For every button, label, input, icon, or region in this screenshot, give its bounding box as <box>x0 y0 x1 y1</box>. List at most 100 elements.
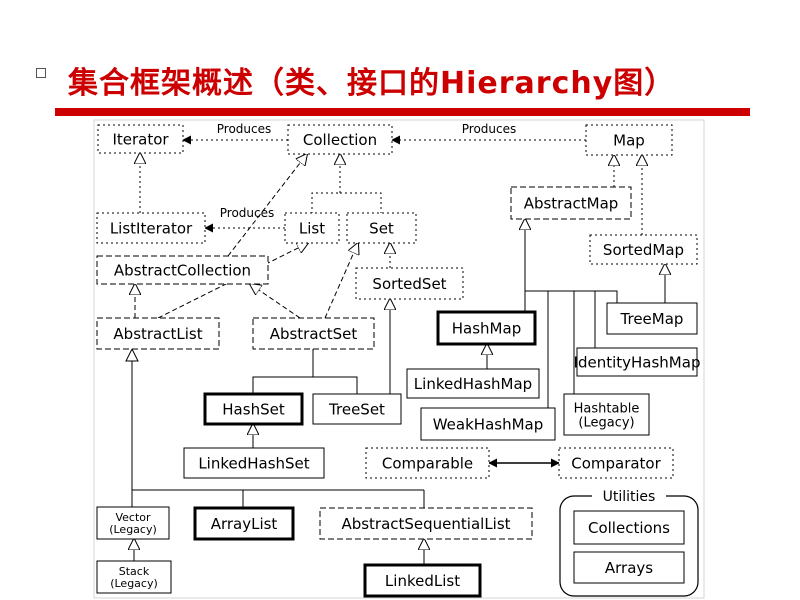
edge-abstractset-set <box>324 243 358 319</box>
node-abstractlist-label: AbstractList <box>113 325 202 343</box>
diagram-edges <box>125 135 665 565</box>
node-arrays-label: Arrays <box>605 559 653 577</box>
node-map-label: Map <box>613 131 645 149</box>
utilities-group-label: Utilities <box>603 489 656 505</box>
node-arrays: Arrays <box>573 551 685 584</box>
node-abstractset-box <box>252 317 375 350</box>
node-abstractsequentiallist: AbstractSequentialList <box>319 507 533 540</box>
node-set: Set <box>346 212 417 244</box>
node-sortedset-label: SortedSet <box>372 275 446 293</box>
node-identityhashmap-box <box>576 347 698 377</box>
node-treeset-box <box>312 393 402 425</box>
node-hashmap-label: HashMap <box>452 319 521 337</box>
node-weakhashmap-box <box>420 407 556 441</box>
node-iterator: Iterator <box>97 124 184 154</box>
node-listiterator-label: ListIterator <box>110 219 193 237</box>
node-hashtable: Hashtable(Legacy) <box>563 393 650 436</box>
node-linkedlist-label: LinkedList <box>385 572 460 590</box>
node-list-label: List <box>299 219 325 237</box>
node-treeset-label: TreeSet <box>328 400 385 418</box>
node-comparator-label: Comparator <box>571 454 661 472</box>
node-vector-sublabel: (Legacy) <box>109 523 157 536</box>
node-collections-label: Collections <box>588 519 670 537</box>
node-linkedhashset-label: LinkedHashSet <box>198 454 309 472</box>
node-collection: Collection <box>287 124 393 155</box>
node-abstractsequentiallist-box <box>319 507 533 540</box>
node-comparable-box <box>365 447 490 479</box>
node-abstractcollection: AbstractCollection <box>96 255 269 285</box>
edge-abstractcollection-collection <box>227 154 307 257</box>
node-comparable-label: Comparable <box>382 454 473 472</box>
node-vector-label: Vector <box>115 511 151 524</box>
node-hashtable-label: Hashtable <box>574 402 640 417</box>
node-abstractmap: AbstractMap <box>510 186 632 220</box>
node-hashset-box <box>203 392 304 426</box>
node-hashtable-box <box>563 393 650 436</box>
node-arraylist-box <box>193 506 295 541</box>
node-arraylist: ArrayList <box>193 506 295 541</box>
node-treemap-label: TreeMap <box>620 310 684 328</box>
node-sortedmap-label: SortedMap <box>603 241 684 259</box>
edge-list-collection <box>311 192 340 214</box>
node-linkedhashmap: LinkedHashMap <box>406 368 540 399</box>
node-abstractsequentiallist-label: AbstractSequentialList <box>341 515 510 533</box>
node-treeset: TreeSet <box>312 393 402 425</box>
edge-set-collection <box>340 192 382 214</box>
node-map-box <box>585 124 673 156</box>
node-stack-box <box>96 560 172 594</box>
node-abstractmap-label: AbstractMap <box>524 194 619 212</box>
edge-abstractlist-arrowhead <box>125 347 139 362</box>
bullet-square-icon <box>36 68 46 78</box>
node-iterator-label: Iterator <box>112 130 169 148</box>
title-rule <box>55 108 750 116</box>
edge-label-collection-iterator: Produces <box>217 122 272 136</box>
node-abstractset-label: AbstractSet <box>270 325 358 343</box>
node-arraylist-label: ArrayList <box>211 515 278 533</box>
node-abstractcollection-label: AbstractCollection <box>114 261 251 279</box>
node-set-label: Set <box>369 219 394 237</box>
node-hashset: HashSet <box>203 392 304 426</box>
node-linkedhashmap-label: LinkedHashMap <box>414 375 532 393</box>
edge-abstractset-abstractcollection <box>250 284 301 319</box>
node-comparator-box <box>558 447 674 479</box>
edge-label-map-collection: Produces <box>462 122 517 136</box>
node-list: List <box>284 212 340 244</box>
node-stack: Stack(Legacy) <box>96 560 172 594</box>
node-sortedmap-box <box>589 234 698 265</box>
node-iterator-box <box>97 124 184 154</box>
edge-label-list-listiterator: Produces <box>220 206 275 220</box>
node-stack-sublabel: (Legacy) <box>110 577 158 590</box>
node-abstractmap-box <box>510 186 632 220</box>
node-hashset-label: HashSet <box>222 400 285 418</box>
page-title: 集合框架概述（类、接口的Hierarchy图） <box>68 66 676 101</box>
node-sortedmap: SortedMap <box>589 234 698 265</box>
node-sortedset-box <box>355 267 464 300</box>
node-listiterator-box <box>96 212 206 244</box>
node-linkedlist: LinkedList <box>363 563 482 598</box>
edge-hashset-abstractset <box>252 376 313 394</box>
node-listiterator: ListIterator <box>96 212 206 244</box>
node-hashmap: HashMap <box>436 310 537 346</box>
node-abstractcollection-box <box>96 255 269 285</box>
node-identityhashmap: IdentityHashMap <box>574 347 700 377</box>
node-treemap: TreeMap <box>606 302 698 335</box>
node-treemap-box <box>606 302 698 335</box>
edge-treemap-abstractmap <box>525 290 618 303</box>
edge-treeset-abstractset <box>313 376 358 394</box>
node-comparable: Comparable <box>365 447 490 479</box>
node-linkedlist-box <box>363 563 482 598</box>
node-abstractlist-box <box>96 317 220 350</box>
node-hashmap-box <box>436 310 537 346</box>
node-sortedset: SortedSet <box>355 267 464 300</box>
node-collections-box <box>573 510 685 545</box>
node-hashtable-sublabel: (Legacy) <box>578 416 634 431</box>
node-collections: Collections <box>573 510 685 545</box>
utilities-label-backdrop <box>592 488 666 504</box>
node-linkedhashmap-box <box>406 368 540 399</box>
node-list-box <box>284 212 340 244</box>
node-map: Map <box>585 124 673 156</box>
node-vector: Vector(Legacy) <box>96 506 170 540</box>
node-stack-label: Stack <box>119 565 150 578</box>
node-weakhashmap-label: WeakHashMap <box>433 415 544 433</box>
